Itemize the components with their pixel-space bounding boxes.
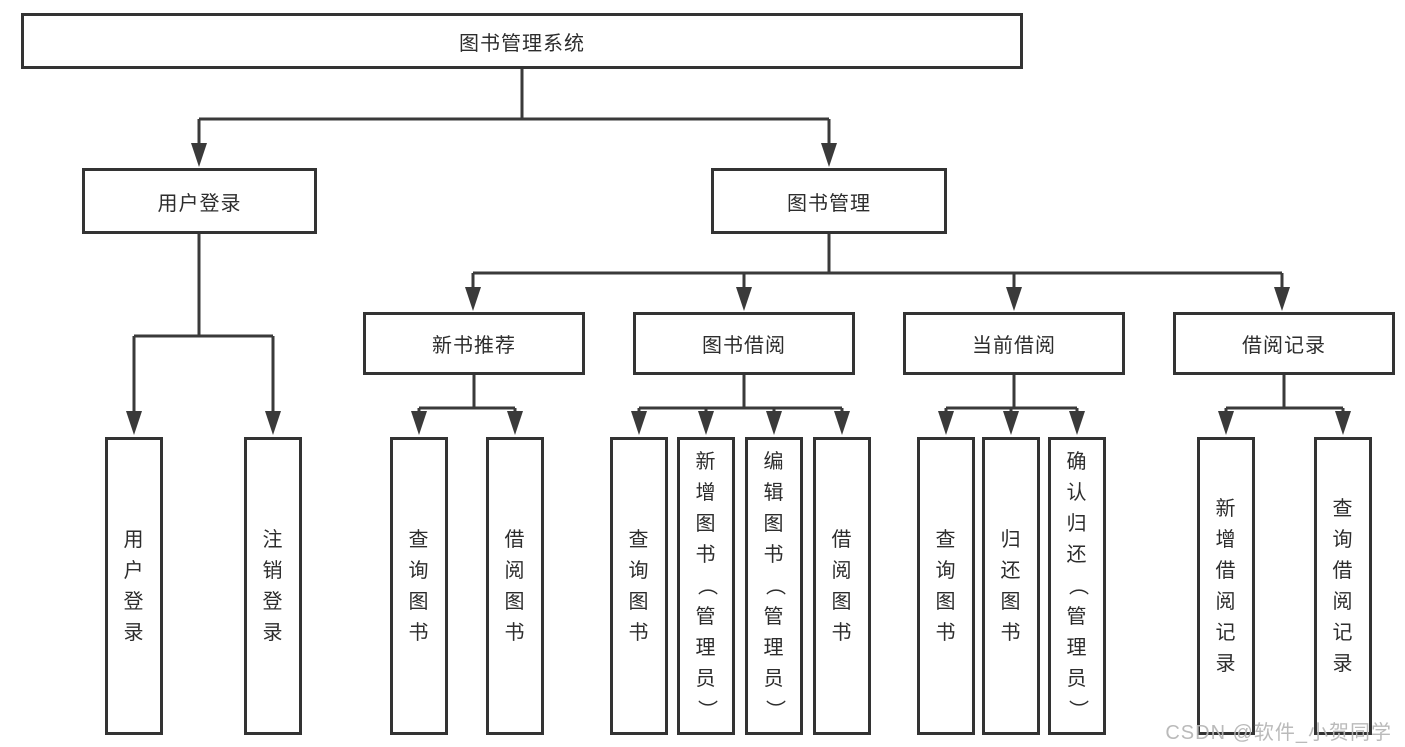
arrowhead-icon [1069, 411, 1085, 435]
node-book-mgmt-label: 图书管理 [787, 192, 871, 215]
arrowhead-icon [411, 411, 427, 435]
node-bb-edit-book-admin-label: 编辑图书（管理员） [763, 451, 785, 721]
arrowhead-icon [507, 411, 523, 435]
arrowhead-icon [465, 287, 481, 311]
node-root: 图书管理系统 [21, 13, 1023, 69]
node-nb-query-book-label: 查询图书 [408, 528, 430, 644]
node-bb-add-book-admin-label: 新增图书（管理员） [695, 451, 717, 721]
node-ul-user-login: 用户登录 [105, 437, 163, 735]
node-book-borrow: 图书借阅 [633, 312, 855, 375]
node-bb-add-book-admin: 新增图书（管理员） [677, 437, 735, 735]
arrowhead-icon [1218, 411, 1234, 435]
node-ul-logout: 注销登录 [244, 437, 302, 735]
node-cb-confirm-return-admin-label: 确认归还（管理员） [1066, 451, 1088, 721]
arrowhead-icon [766, 411, 782, 435]
node-ul-logout-label: 注销登录 [262, 528, 284, 644]
node-current-borrow-label: 当前借阅 [972, 335, 1056, 357]
arrowhead-icon [1006, 287, 1022, 311]
node-user-login: 用户登录 [82, 168, 317, 234]
node-ul-user-login-label: 用户登录 [123, 528, 145, 644]
arrowhead-icon [265, 411, 281, 435]
node-root-label: 图书管理系统 [459, 32, 585, 55]
node-book-mgmt: 图书管理 [711, 168, 947, 234]
node-cb-query-book: 查询图书 [917, 437, 975, 735]
node-borrow-records: 借阅记录 [1173, 312, 1395, 375]
arrowhead-icon [631, 411, 647, 435]
node-br-query-record-label: 查询借阅记录 [1332, 497, 1354, 675]
node-cb-return-book-label: 归还图书 [1000, 528, 1022, 644]
node-new-book-recommend: 新书推荐 [363, 312, 585, 375]
node-bb-query-book-label: 查询图书 [628, 528, 650, 644]
node-nb-borrow-book: 借阅图书 [486, 437, 544, 735]
arrowhead-icon [1335, 411, 1351, 435]
node-br-add-record-label: 新增借阅记录 [1215, 497, 1237, 675]
node-br-add-record: 新增借阅记录 [1197, 437, 1255, 735]
node-borrow-records-label: 借阅记录 [1242, 335, 1326, 357]
node-user-login-label: 用户登录 [157, 192, 242, 215]
arrowhead-icon [834, 411, 850, 435]
arrowhead-icon [821, 143, 837, 167]
node-br-query-record: 查询借阅记录 [1314, 437, 1372, 735]
node-nb-borrow-book-label: 借阅图书 [504, 528, 526, 644]
node-nb-query-book: 查询图书 [390, 437, 448, 735]
node-bb-query-book: 查询图书 [610, 437, 668, 735]
node-new-book-recommend-label: 新书推荐 [432, 335, 516, 357]
node-bb-borrow-book: 借阅图书 [813, 437, 871, 735]
arrowhead-icon [1003, 411, 1019, 435]
node-book-borrow-label: 图书借阅 [702, 335, 786, 357]
node-cb-query-book-label: 查询图书 [935, 528, 957, 644]
node-cb-confirm-return-admin: 确认归还（管理员） [1048, 437, 1106, 735]
watermark: CSDN @软件_小贺同学 [1165, 722, 1392, 744]
arrowhead-icon [191, 143, 207, 167]
node-cb-return-book: 归还图书 [982, 437, 1040, 735]
arrowhead-icon [698, 411, 714, 435]
arrowhead-icon [938, 411, 954, 435]
arrowhead-icon [1274, 287, 1290, 311]
node-current-borrow: 当前借阅 [903, 312, 1125, 375]
node-bb-borrow-book-label: 借阅图书 [831, 528, 853, 644]
arrowhead-icon [126, 411, 142, 435]
node-bb-edit-book-admin: 编辑图书（管理员） [745, 437, 803, 735]
arrowhead-icon [736, 287, 752, 311]
